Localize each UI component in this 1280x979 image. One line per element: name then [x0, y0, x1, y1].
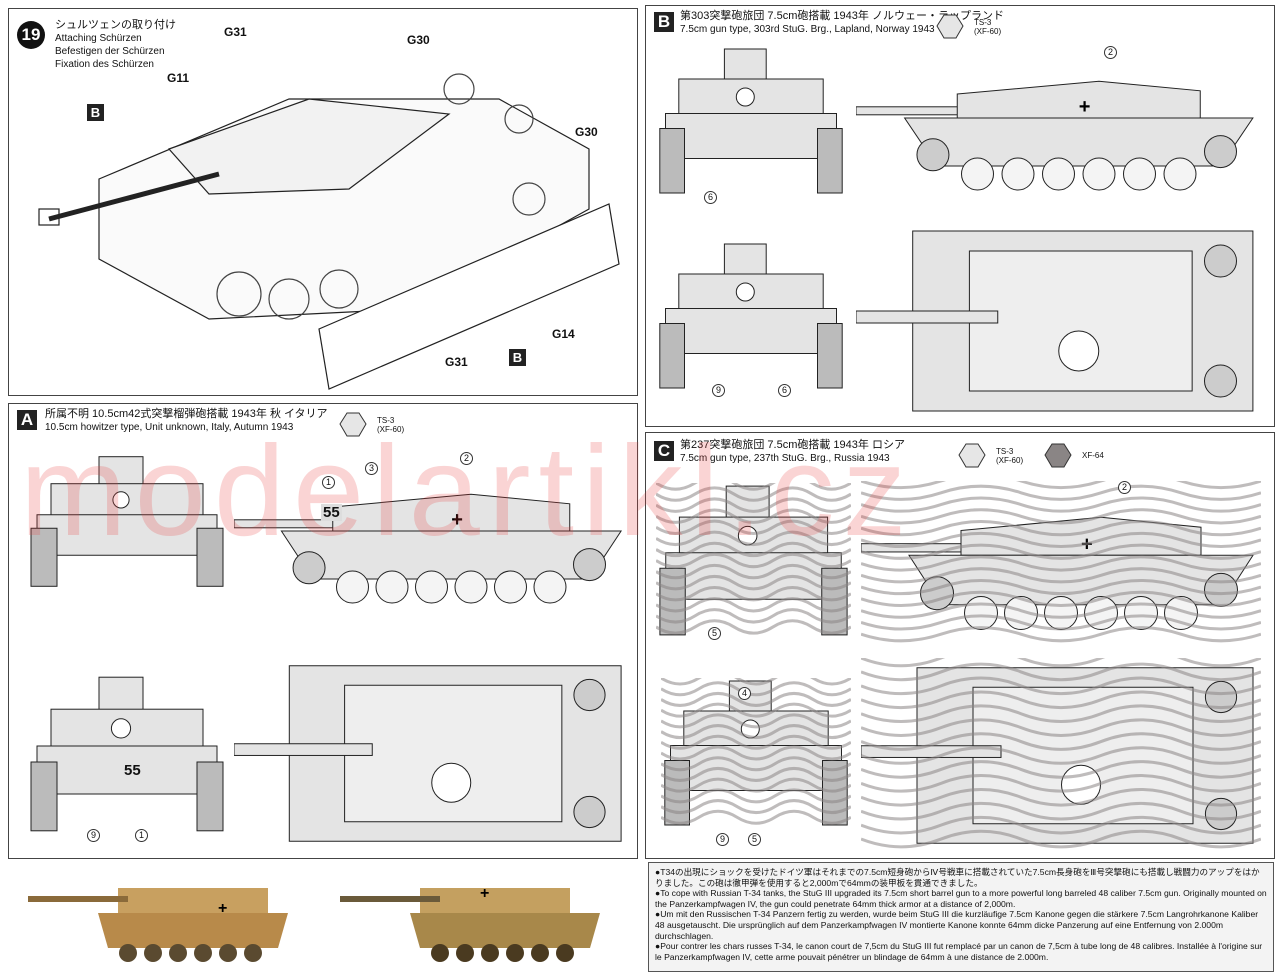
decal-callout: 9: [712, 384, 725, 397]
svg-text:+: +: [218, 900, 227, 917]
note-jp: ●T34の出現にショックを受けたドイツ軍はそれまでの7.5cm短身砲からⅣ号戦車…: [655, 867, 1260, 888]
scheme-title-en: 7.5cm gun type, 237th StuG. Brg., Russia…: [680, 453, 890, 464]
paint-code: TS-3(XF-60): [996, 447, 1023, 465]
side-view-drawing: +: [860, 472, 1262, 646]
rear-view-drawing: [656, 241, 846, 391]
decal-callout: 5: [708, 627, 721, 640]
scheme-title-jp: 所属不明 10.5cm42式突撃榴弾砲搭載 1943年 秋 イタリア: [45, 408, 328, 420]
scheme-title-jp: 第303突撃砲旅団 7.5cm砲搭載 1943年 ノルウェー・ラップランド: [680, 10, 1004, 22]
decal-callout: 3: [365, 462, 378, 475]
history-note: ●T34の出現にショックを受けたドイツ軍はそれまでの7.5cm短身砲からⅣ号戦車…: [648, 862, 1274, 972]
hull-number: 55: [321, 504, 342, 521]
paint-code-sub: (XF-60): [996, 456, 1024, 465]
paint-code: XF-64: [1082, 451, 1104, 460]
decal-callout: 1: [322, 476, 335, 489]
decal-callout: 6: [704, 191, 717, 204]
paint-code-sub: (XF-60): [974, 27, 1002, 36]
scheme-title-en: 7.5cm gun type, 303rd StuG. Brg., Laplan…: [680, 24, 935, 35]
decal-callout: 2: [1104, 46, 1117, 59]
scheme-a-panel: A 所属不明 10.5cm42式突撃榴弾砲搭載 1943年 秋 イタリア 10.…: [8, 403, 638, 859]
decal-callout: 2: [1118, 481, 1131, 494]
top-view-drawing: [860, 648, 1262, 853]
step-title-de: Befestigen der Schürzen: [55, 46, 165, 57]
rear-view-drawing: [660, 670, 852, 828]
scheme-title: 所属不明 10.5cm42式突撃榴弾砲搭載 1943年 秋 イタリア 10.5c…: [45, 408, 328, 434]
step-title-jp: シュルツェンの取り付け: [55, 19, 176, 31]
top-view-drawing: [233, 656, 629, 851]
step-number: 19: [17, 21, 45, 49]
decal-callout: 9: [87, 829, 100, 842]
note-fr: ●Pour contrer les chars russes T-34, le …: [655, 941, 1263, 962]
assembly-drawing: [38, 73, 620, 390]
paint-swatch-icon: [936, 14, 964, 39]
part-label: B: [509, 349, 526, 366]
decal-callout: 1: [135, 829, 148, 842]
part-label: B: [87, 104, 104, 121]
decal-callout: 5: [748, 833, 761, 846]
top-view-drawing: [855, 221, 1261, 421]
paint-code-ts3: TS-3: [377, 416, 395, 425]
hull-number-rear: 55: [124, 762, 141, 779]
part-label: G14: [552, 327, 575, 341]
part-label: G31: [224, 25, 247, 39]
front-view-drawing: [656, 46, 846, 196]
decal-callout: 2: [460, 452, 473, 465]
photo-tank-sand: +: [330, 868, 630, 973]
step-title-fr: Fixation des Schürzen: [55, 59, 154, 70]
side-view-drawing: +: [233, 459, 629, 619]
part-label: G31: [445, 355, 468, 369]
decal-callout: 4: [738, 687, 751, 700]
side-view-drawing: +: [855, 46, 1261, 206]
scheme-title-en: 10.5cm howitzer type, Unit unknown, Ital…: [45, 422, 294, 433]
paint-code-sub: (XF-60): [377, 425, 405, 434]
scheme-title: 第237突撃砲旅団 7.5cm砲搭載 1943年 ロシア 7.5cm gun t…: [680, 439, 905, 465]
note-en: ●To cope with Russian T-34 tanks, the St…: [655, 888, 1267, 909]
scheme-letter: C: [654, 441, 674, 461]
scheme-title: 第303突撃砲旅団 7.5cm砲搭載 1943年 ノルウェー・ラップランド 7.…: [680, 10, 1004, 36]
scheme-c-panel: C 第237突撃砲旅団 7.5cm砲搭載 1943年 ロシア 7.5cm gun…: [645, 432, 1275, 859]
front-view-drawing: [27, 454, 227, 589]
paint-code-ts3: TS-3: [974, 18, 992, 27]
decal-callout: 6: [778, 384, 791, 397]
step-19-panel: 19 シュルツェンの取り付け Attaching Schürzen Befest…: [8, 8, 638, 396]
scheme-title-jp: 第237突撃砲旅団 7.5cm砲搭載 1943年 ロシア: [680, 439, 905, 451]
photo-tank-camo: +: [18, 868, 318, 973]
part-label: G11: [167, 71, 190, 85]
paint-code-ts3: TS-3: [996, 447, 1014, 456]
scheme-b-panel: B 第303突撃砲旅団 7.5cm砲搭載 1943年 ノルウェー・ラップランド …: [645, 5, 1275, 427]
paint-swatch-icon: [339, 412, 367, 437]
rear-view-drawing: [27, 674, 227, 834]
scheme-letter: B: [654, 12, 674, 32]
step-title-en: Attaching Schürzen: [55, 33, 142, 44]
step-title: シュルツェンの取り付け Attaching Schürzen Befestige…: [55, 19, 176, 71]
scheme-letter: A: [17, 410, 37, 430]
paint-swatch-icon: [958, 443, 986, 468]
part-label: G30: [407, 33, 430, 47]
part-label: G30: [575, 125, 598, 139]
decal-callout: 9: [716, 833, 729, 846]
svg-text:+: +: [1079, 96, 1091, 118]
front-view-drawing: [655, 475, 852, 638]
svg-text:+: +: [451, 509, 463, 531]
note-de: ●Um mit den Russischen T-34 Panzern fert…: [655, 909, 1259, 941]
paint-code: TS-3(XF-60): [377, 416, 404, 434]
paint-swatch-icon: [1044, 443, 1072, 468]
paint-code: TS-3(XF-60): [974, 18, 1001, 36]
svg-text:+: +: [480, 885, 489, 902]
